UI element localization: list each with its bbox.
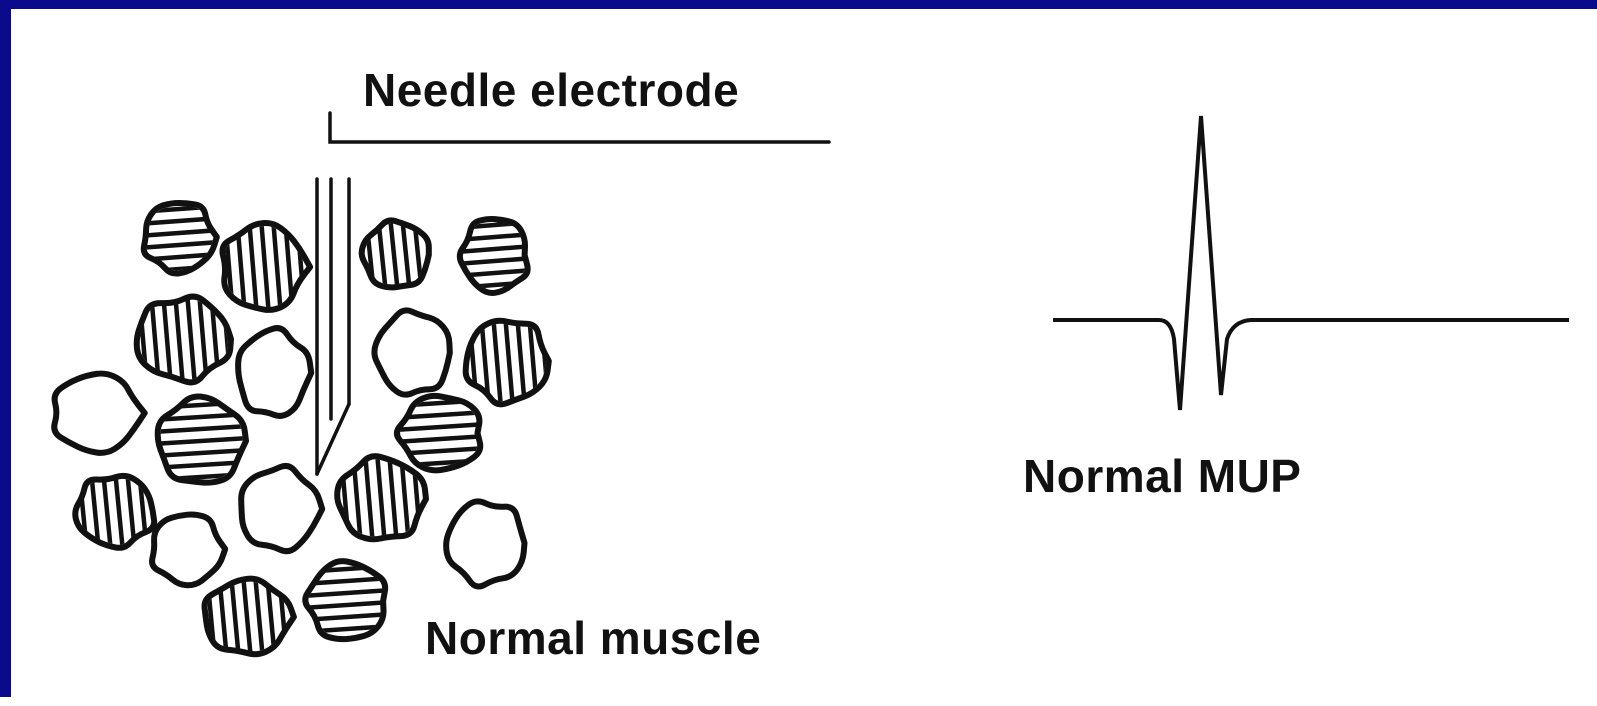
striated-muscle-fiber [462,317,552,408]
striated-muscle-fiber [456,216,531,296]
striated-muscle-fiber [72,472,158,551]
needle-electrode-label: Needle electrode [363,64,740,116]
needle-bevel-tip [315,402,351,476]
striated-muscle-fiber [201,575,297,658]
striated-muscle-fiber [219,220,314,313]
needle-electrode [315,111,831,476]
normal-muscle-label: Normal muscle [425,612,762,664]
normal-mup-label: Normal MUP [1023,450,1302,502]
striated-muscle-fiber [358,217,432,291]
mup-trace [1053,115,1569,411]
muscle-fiber [149,511,229,589]
muscle-fiber-bundle [51,200,552,658]
muscle-fiber [371,307,453,398]
striated-muscle-fiber [393,392,484,474]
striated-muscle-fiber [133,293,234,386]
muscle-fiber [238,462,326,555]
muscle-fiber [443,498,528,590]
muscle-fiber [235,325,315,419]
striated-muscle-fiber [302,558,389,643]
striated-muscle-fiber [334,453,429,543]
mup-waveform [1053,115,1569,411]
emg-diagram [51,111,1569,658]
striated-muscle-fiber [154,393,249,486]
electrode-lead-wire [328,111,831,144]
striated-muscle-fiber [140,200,220,277]
muscle-fiber [51,370,148,456]
